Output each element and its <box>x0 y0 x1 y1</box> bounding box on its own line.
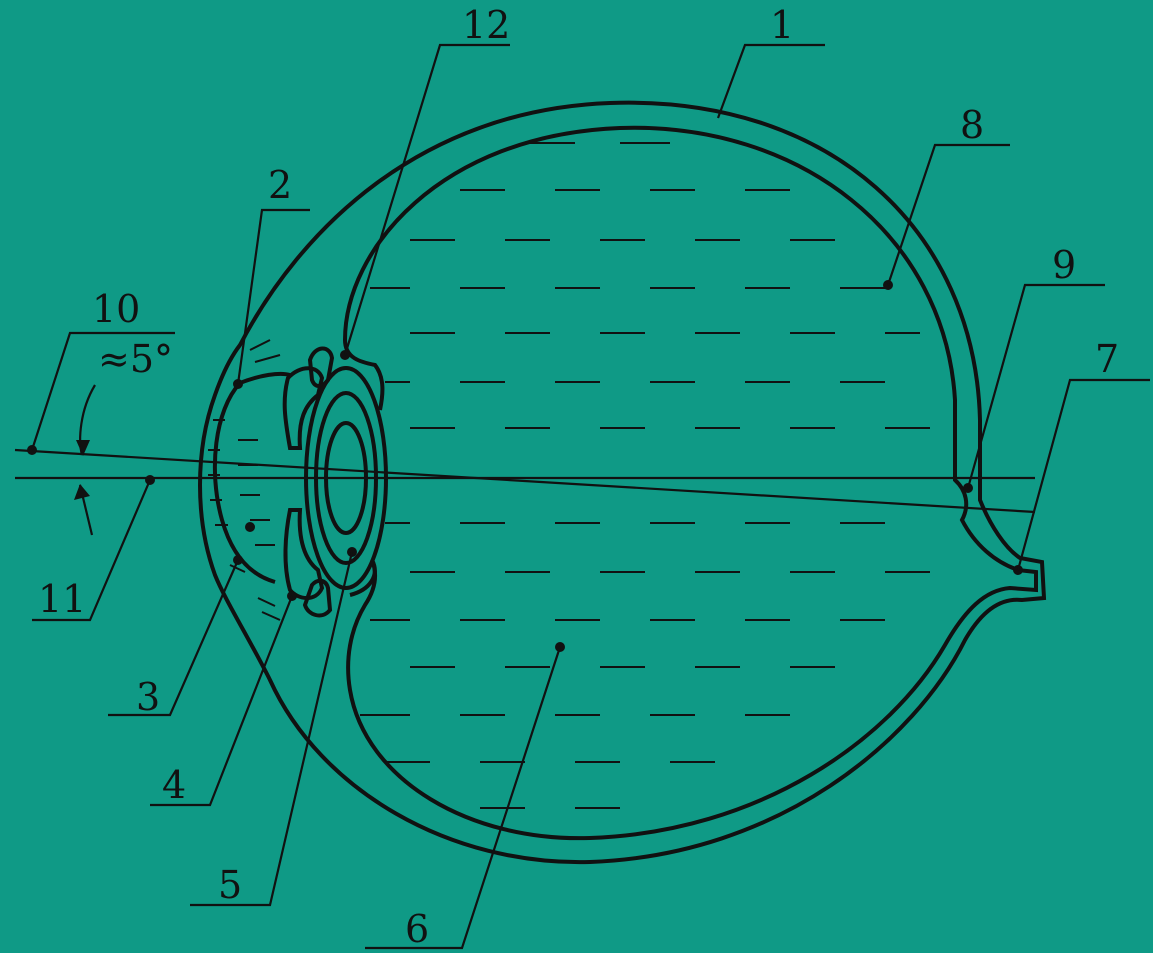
leader-lines <box>30 43 1150 950</box>
cornea-outer-line <box>239 371 291 385</box>
sclera-outer-contour <box>198 100 1047 865</box>
visual-axis-line <box>14 448 1036 514</box>
ciliary-muscle-lower <box>302 578 333 618</box>
label-9: 9 <box>1052 243 1076 287</box>
leader-dots <box>27 280 1023 652</box>
label-2: 2 <box>268 163 292 207</box>
label-1: 1 <box>770 3 794 47</box>
label-8: 8 <box>960 103 984 147</box>
label-3: 3 <box>136 675 160 719</box>
angle-arrow-lower <box>74 484 90 500</box>
vitreous-dashes <box>360 142 930 809</box>
label-10: 10 <box>92 287 140 331</box>
label-6: 6 <box>405 907 429 951</box>
ciliary-body-lower <box>349 559 377 597</box>
ciliary-body-upper <box>343 339 385 411</box>
angle-label: ≈5° <box>98 337 173 381</box>
label-4: 4 <box>162 763 186 807</box>
retina-inner-contour <box>343 125 1038 841</box>
label-11: 11 <box>38 577 86 621</box>
label-7: 7 <box>1095 337 1119 381</box>
cornea-hatching <box>208 339 281 621</box>
label-5: 5 <box>218 863 242 907</box>
cornea-inner <box>212 381 276 584</box>
angle-arrow-upper <box>76 440 90 456</box>
label-12: 12 <box>462 3 510 47</box>
